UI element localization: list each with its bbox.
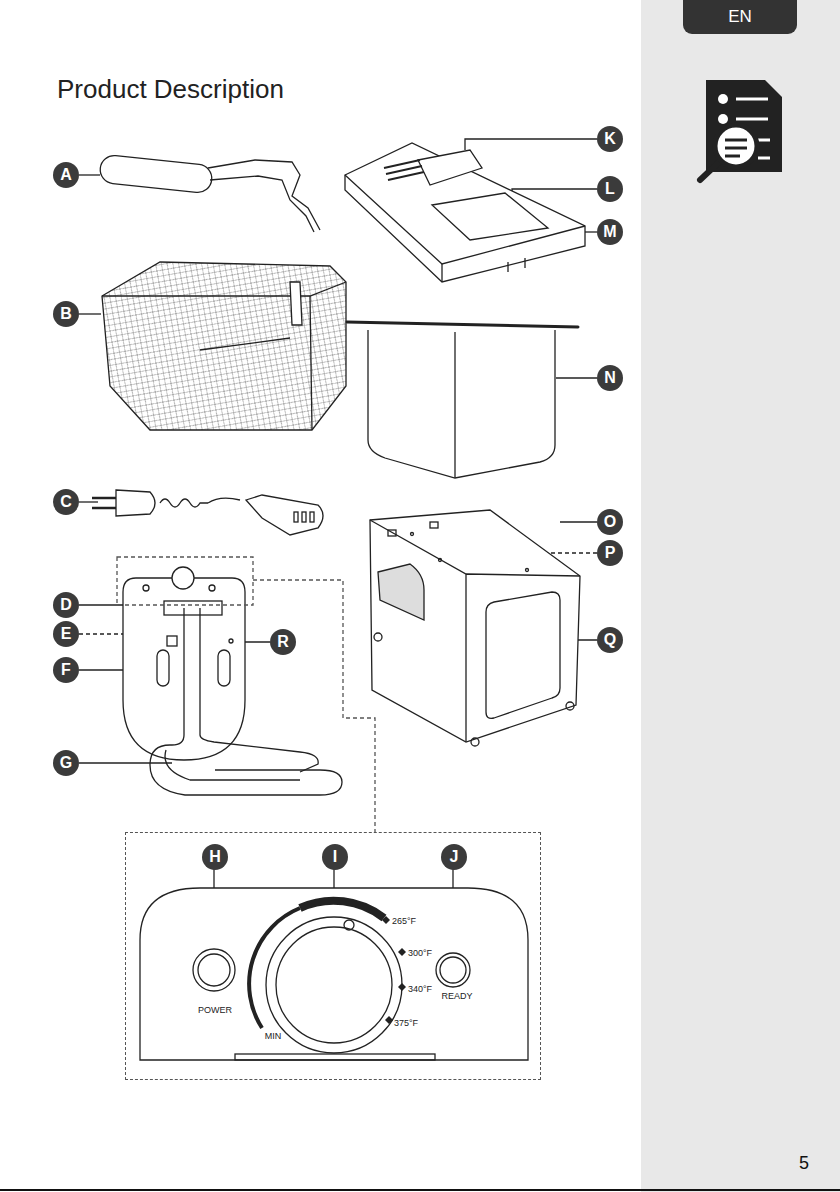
panel-label: 300°F	[408, 948, 432, 958]
fryer-parts	[92, 143, 585, 1060]
callout-letter: B	[53, 301, 79, 327]
callout-letter: N	[597, 365, 623, 391]
node-text: EN	[728, 7, 752, 27]
callout-letter: A	[53, 162, 79, 188]
node-text: N	[604, 369, 616, 387]
callout-letter: P	[597, 540, 623, 566]
callout-letter: K	[597, 126, 623, 152]
temperature-marks	[382, 916, 406, 1024]
panel-label: POWER	[198, 1005, 232, 1015]
node-text: D	[60, 596, 72, 614]
node-text: M	[603, 223, 616, 241]
node-text: R	[277, 633, 289, 651]
node-text: F	[61, 661, 71, 679]
panel-label: READY	[441, 991, 472, 1001]
sidebar	[641, 0, 840, 1192]
panel-label: MIN	[265, 1031, 282, 1041]
callout-letter: F	[53, 657, 79, 683]
node-text: E	[61, 625, 72, 643]
callout-letter: R	[270, 629, 296, 655]
document-icon	[700, 80, 782, 180]
callout-letter: D	[53, 592, 79, 618]
node-text: Q	[604, 631, 616, 649]
callout-letter: J	[441, 844, 467, 870]
page-title: Product Description	[57, 74, 284, 105]
node-text: P	[605, 544, 616, 562]
callout-letter: H	[202, 844, 228, 870]
callout-letter: C	[53, 489, 79, 515]
node-text: J	[450, 848, 459, 866]
panel-label: 375°F	[394, 1018, 418, 1028]
node-text: I	[333, 848, 337, 866]
node-text: A	[60, 166, 72, 184]
callout-letter: Q	[597, 627, 623, 653]
callout-letter: L	[597, 176, 623, 202]
panel-label: 265°F	[392, 916, 416, 926]
node-text: B	[60, 305, 72, 323]
callout-letter: E	[53, 621, 79, 647]
node-text: H	[209, 848, 221, 866]
node-text: G	[60, 754, 72, 772]
callout-letter: G	[53, 750, 79, 776]
callout-letter: O	[597, 509, 623, 535]
panel-label: 340°F	[408, 984, 432, 994]
page-rule	[0, 1189, 840, 1191]
node-text: O	[604, 513, 616, 531]
language-tab: EN	[683, 0, 797, 34]
node-text: L	[605, 180, 615, 198]
callout-letter: I	[322, 844, 348, 870]
callout-letter: M	[597, 219, 623, 245]
detail-frame: POWER MIN 265°F 300°F 340°F 375°F READY H I J	[125, 832, 541, 1080]
node-text: C	[60, 493, 72, 511]
page-number: 5	[799, 1153, 809, 1174]
node-text: K	[604, 130, 616, 148]
